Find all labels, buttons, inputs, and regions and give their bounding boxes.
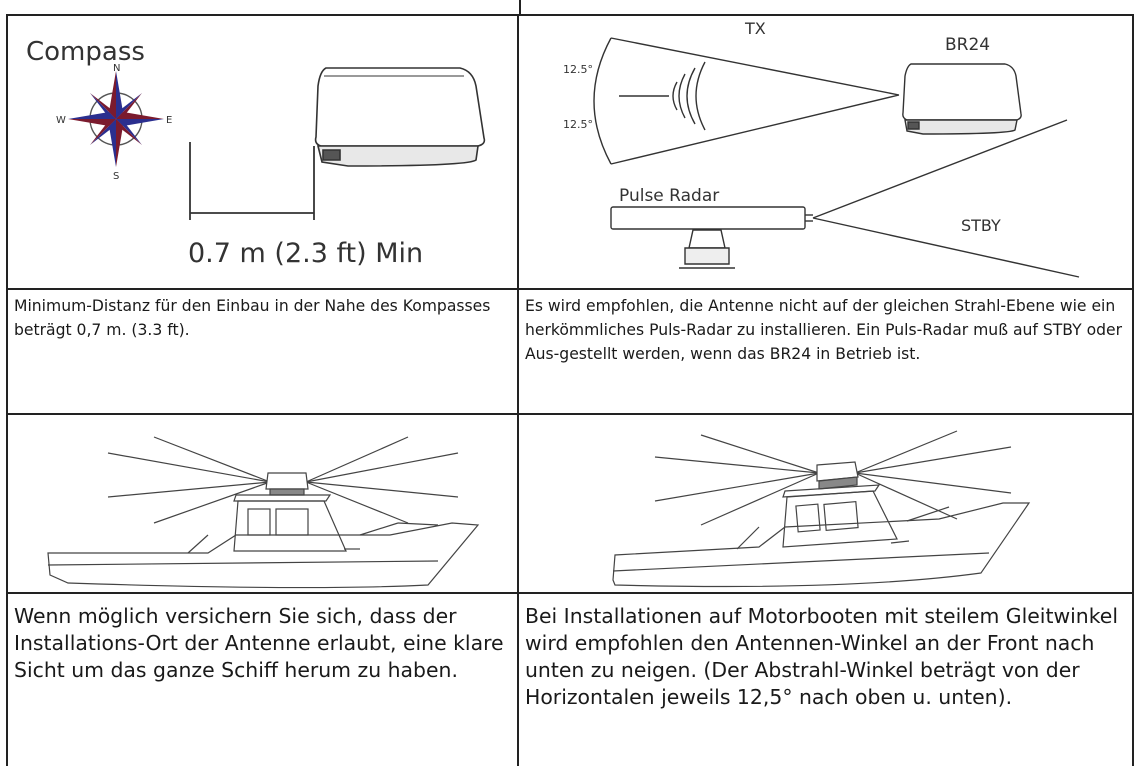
br24-dome-icon — [902, 63, 1022, 135]
boat-level-caption: Wenn möglich versichern Sie sich, dass d… — [8, 594, 519, 766]
tx-beam — [593, 37, 900, 165]
radar-dome-icon — [314, 67, 486, 167]
caption-row-1: Minimum-Distanz für den Einbau in der Na… — [6, 288, 1134, 413]
figure-row-2 — [6, 413, 1134, 592]
boat-level-caption-text: Wenn möglich versichern Sie sich, dass d… — [14, 604, 504, 682]
pulse-caption: Es wird empfohlen, die Antenne nicht auf… — [519, 290, 1132, 413]
compass-distance-figure: Compass — [8, 16, 519, 288]
pulse-caption-text: Es wird empfohlen, die Antenne nicht auf… — [525, 297, 1123, 363]
tx-label: TX — [744, 19, 766, 38]
boat-tilt-figure — [519, 415, 1132, 592]
compass-rose-icon: N S E W — [56, 63, 172, 182]
boat-tilt-caption-text: Bei Installationen auf Motorbooten mit s… — [525, 604, 1119, 709]
pulse-radar-icon — [610, 206, 813, 269]
boat-level-figure — [8, 415, 519, 592]
distance-bracket — [189, 142, 315, 220]
angle-top-label: 12.5° — [563, 63, 593, 76]
figure-row-1: Compass — [6, 14, 1134, 288]
compass-s-label: S — [113, 171, 119, 182]
compass-caption-text: Minimum-Distanz für den Einbau in der Na… — [14, 297, 491, 339]
installation-table: Compass — [6, 14, 1134, 766]
pulse-radar-label: Pulse Radar — [619, 186, 719, 206]
stby-beam — [812, 119, 1080, 278]
compass-title: Compass — [26, 37, 145, 67]
compass-caption: Minimum-Distanz für den Einbau in der Na… — [8, 290, 519, 413]
pulse-radar-figure: 12.5° 12.5° TX BR24 Pulse Radar — [519, 16, 1132, 288]
boat-tilt-caption: Bei Installationen auf Motorbooten mit s… — [519, 594, 1132, 766]
boat-level-icon — [47, 436, 480, 589]
top-rule-stub — [519, 0, 521, 14]
distance-label: 0.7 m (2.3 ft) Min — [188, 238, 423, 269]
compass-n-label: N — [113, 63, 120, 74]
angle-bottom-label: 12.5° — [563, 118, 593, 131]
caption-row-2: Wenn möglich versichern Sie sich, dass d… — [6, 592, 1134, 766]
compass-e-label: E — [166, 115, 172, 126]
compass-w-label: W — [56, 115, 66, 126]
stby-label: STBY — [961, 216, 1001, 235]
boat-tilt-icon — [612, 430, 1031, 588]
br24-label: BR24 — [945, 35, 990, 55]
